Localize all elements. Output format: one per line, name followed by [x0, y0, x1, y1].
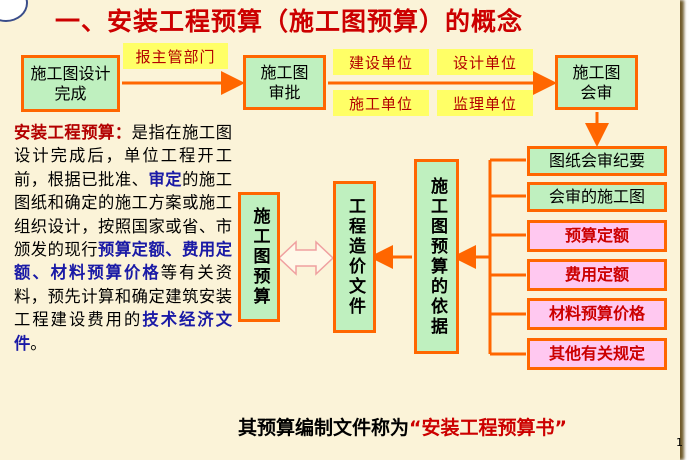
approver-construction-unit: 建设单位 — [333, 49, 429, 75]
definition-text: 安装工程预算：是指在施工图设计完成后，单位工程开工前，根据已批准、审定的施工图纸… — [14, 121, 232, 355]
page-number: 1 — [676, 436, 683, 449]
basis-item-review-minutes: 图纸会审纪要 — [527, 146, 667, 176]
definition-part-3: 等有关资料，预先计算和确定建筑安装工程建设费用的 — [14, 263, 232, 330]
definition-highlight-2: 预算定额、费用定额、材料预算价格 — [14, 240, 232, 283]
construction-budget-box: 施工图预算 — [238, 192, 280, 322]
basis-item-reviewed-drawings: 会审的施工图 — [527, 182, 667, 212]
step-design-complete: 施工图设计完成 — [21, 55, 120, 112]
definition-part-1: 是指在施工图设计完成后，单位工程开工前，根据已批准、 — [14, 123, 232, 189]
step-joint-review: 施工图会审 — [555, 55, 638, 110]
cost-file-box: 工程造价文件 — [333, 181, 376, 333]
basis-item-other-rules: 其他有关规定 — [527, 338, 667, 370]
basis-item-fee-quota: 费用定额 — [527, 259, 667, 291]
report-label: 报主管部门 — [123, 43, 228, 69]
definition-part-2: 的施工图纸和确定的施工方案或施工组织设计，按照国家或省、市颁发的现行 — [14, 169, 232, 260]
approver-supervision-unit: 监理单位 — [437, 90, 533, 116]
page-title: 一、安装工程预算（施工图预算）的概念 — [55, 7, 524, 36]
conclusion-prefix: 其预算编制文件称为 — [238, 417, 410, 439]
definition-highlight-1: 审定 — [148, 169, 183, 189]
basis-item-material-price: 材料预算价格 — [527, 298, 667, 330]
budget-basis-box: 施工图预算的依据 — [414, 159, 459, 354]
definition-term: 安装工程预算： — [14, 123, 132, 142]
approver-builder-unit: 施工单位 — [333, 90, 429, 116]
conclusion-quoted: “安装工程预算书” — [409, 417, 567, 439]
approver-design-unit: 设计单位 — [437, 49, 533, 75]
definition-part-4: 。 — [30, 333, 47, 353]
basis-item-budget-quota: 预算定额 — [527, 220, 667, 252]
conclusion-text: 其预算编制文件称为“安装工程预算书” — [238, 413, 567, 440]
definition-highlight-3: 技术经济文件 — [14, 310, 232, 353]
